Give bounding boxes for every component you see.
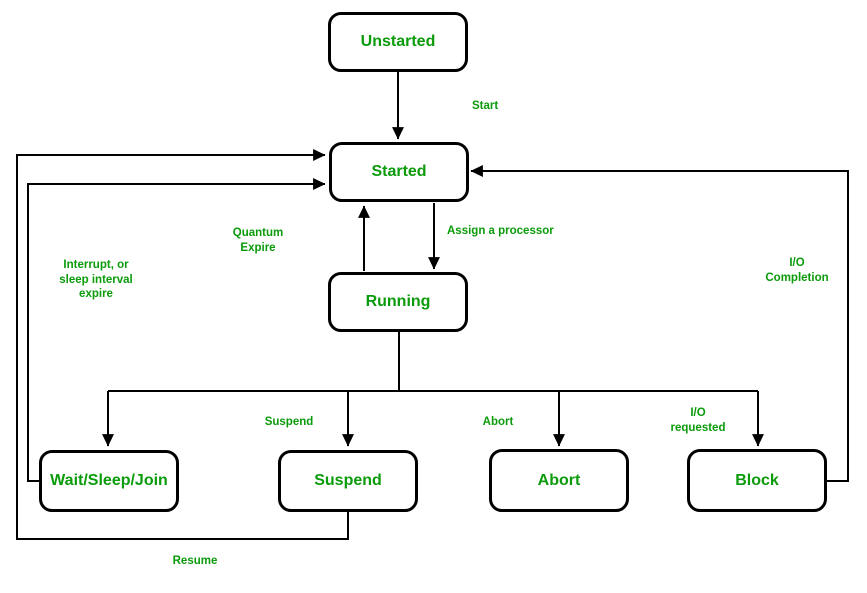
node-unstarted-label: Unstarted (360, 33, 436, 50)
node-suspend: Suspend (278, 450, 418, 512)
node-abort: Abort (489, 449, 629, 512)
node-block: Block (687, 449, 827, 512)
node-unstarted: Unstarted (328, 12, 468, 72)
edge-label-io-requested: I/O requested (670, 407, 726, 434)
node-running-label: Running (365, 293, 431, 310)
node-block-label: Block (735, 471, 779, 489)
node-wait-sleep-join-label: Wait/Sleep/Join (50, 472, 168, 489)
edge-label-quantum-expire: Quantum Expire (232, 227, 284, 254)
edge-label-assign-processor: Assign a processor (447, 225, 554, 237)
edge-block-to-started-io (470, 165, 849, 482)
node-started: Started (329, 142, 469, 202)
edge-suspend-to-started-resume (16, 149, 349, 540)
node-wait-sleep-join: Wait/Sleep/Join (39, 450, 179, 512)
edge-label-start: Start (472, 100, 499, 112)
edge-label-interrupt: Interrupt, or sleep interval expire (59, 259, 133, 301)
node-started-label: Started (371, 163, 427, 180)
edge-label-resume: Resume (172, 555, 218, 567)
edge-label-abort: Abort (482, 416, 514, 428)
node-running: Running (328, 272, 468, 332)
edge-label-io-completion: I/O Completion (765, 257, 829, 284)
edge-wait-to-started (27, 178, 326, 482)
node-suspend-label: Suspend (314, 472, 382, 489)
node-abort-label: Abort (537, 471, 581, 489)
edge-label-suspend: Suspend (264, 416, 314, 428)
